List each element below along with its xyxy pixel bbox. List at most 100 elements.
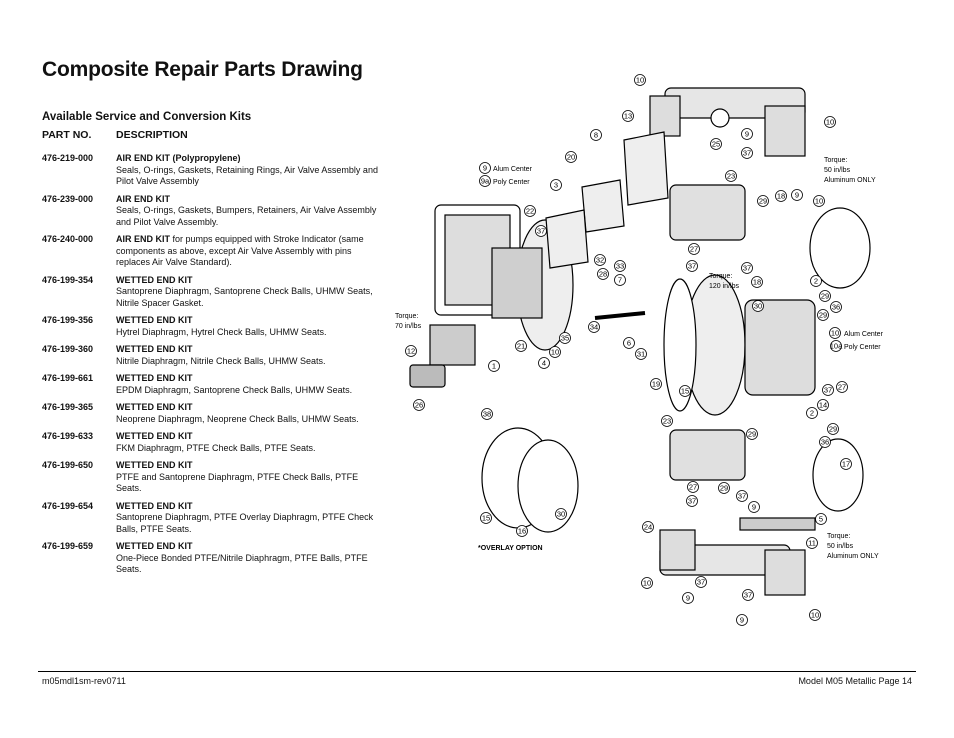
callout-bubble: 30	[752, 300, 764, 312]
callout-number: 6	[627, 339, 631, 348]
callout-number: 38	[483, 410, 491, 419]
callout-bubble: 11	[806, 537, 818, 549]
callout-number: 10a	[830, 342, 843, 351]
kit-part-number: 476-239-000	[42, 193, 94, 204]
callout-number: 35	[561, 334, 569, 343]
callout-bubble: 23	[725, 170, 737, 182]
shaft	[594, 311, 646, 320]
callout-number: 36	[821, 438, 829, 447]
callout-number: 10	[811, 611, 819, 620]
callout-number: 25	[712, 140, 720, 149]
callout-number: 30	[557, 510, 565, 519]
callout-bubble: 5	[815, 513, 827, 525]
kit-label: AIR END KIT (Polypropylene)	[116, 153, 241, 163]
callout-bubble: 37	[741, 262, 753, 274]
callout-number: 9	[795, 191, 799, 200]
kit-text: for pumps equipped with Stroke Indicator…	[116, 234, 364, 267]
callout-bubble: 3	[550, 179, 562, 191]
callout-bubble: 35	[559, 332, 571, 344]
pump-center-block	[409, 204, 574, 388]
callout-bubble: 23	[661, 415, 673, 427]
callout-number: 37	[743, 149, 751, 158]
callout-number: 29	[720, 484, 728, 493]
kit-part-number: 476-219-000	[42, 153, 94, 163]
callout-number: 9	[740, 616, 744, 625]
callout-number: 17	[842, 460, 850, 469]
right-o-rings	[809, 207, 871, 512]
callout-number: 2	[810, 409, 814, 418]
callout-bubble: 2	[806, 407, 818, 419]
callout-number: 37	[744, 591, 752, 600]
callout-bubble: 20	[565, 151, 577, 163]
callout-number: 7	[618, 276, 622, 285]
callout-number: 10	[636, 76, 644, 85]
callout-number: 37	[738, 492, 746, 501]
callout-bubble: 30	[555, 508, 567, 520]
callout-bubble: 10	[641, 577, 653, 589]
callout-number: 9a	[481, 177, 490, 186]
kit-text: Hytrel Diaphragm, Hytrel Check Balls, UH…	[116, 326, 327, 337]
kit-part-number: 476-199-650	[42, 460, 94, 470]
callout-bubble: 14	[817, 399, 829, 411]
kit-label: WETTED END KIT	[116, 541, 193, 551]
callout-bubble: 10	[813, 195, 825, 207]
kit-text: Seals, O-rings, Gaskets, Bumpers, Retain…	[116, 205, 377, 227]
callout-number: 2	[814, 277, 818, 286]
kit-text: PTFE and Santoprene Diaphragm, PTFE Chec…	[116, 471, 359, 494]
callout-number: 33	[616, 262, 624, 271]
callout-number: 22	[526, 207, 534, 216]
kit-part-number: 476-199-356	[42, 315, 94, 325]
callout-number: 27	[838, 383, 846, 392]
kits-subtitle: Available Service and Conversion Kits	[42, 111, 252, 123]
callout-bubble: 29	[718, 482, 730, 494]
callout-bubble: 7	[614, 274, 626, 286]
callout-bubble: 27	[688, 243, 700, 255]
callout-number: 9	[483, 164, 487, 173]
callout-number: 29	[829, 425, 837, 434]
callout-number: 13	[624, 112, 632, 121]
kit-text: Neoprene Diaphragm, Neoprene Check Balls…	[116, 413, 359, 424]
callout-bubble: 36	[830, 301, 842, 313]
diagram-note: Torque:	[824, 157, 847, 164]
callout-bubble: 9	[748, 501, 760, 513]
kit-label: WETTED END KIT	[116, 460, 193, 470]
callout-bubble: 37	[736, 490, 748, 502]
diagram-note: Aluminum ONLY	[824, 177, 876, 184]
kit-list: 476-219-000 AIR END KIT (Polypropylene) Se…	[42, 153, 382, 582]
callout-bubble: 37	[686, 495, 698, 507]
callout-number: 29	[748, 430, 756, 439]
callout-number: 9	[752, 503, 756, 512]
callout-bubble: 15	[480, 512, 492, 524]
callout-number: 3	[554, 181, 558, 190]
callout-bubble: 9	[682, 592, 694, 604]
callout-bubble: 10	[549, 346, 561, 358]
callout-bubble: 15	[679, 385, 691, 397]
callout-bubble: 27	[836, 381, 848, 393]
callout-number: 15	[681, 387, 689, 396]
callout-bubble: 9	[479, 162, 491, 174]
callout-number: 10	[643, 579, 651, 588]
callout-bubble: 10	[824, 116, 836, 128]
callout-number: 18	[777, 192, 785, 201]
callout-bubble: 37	[686, 260, 698, 272]
callout-number: 31	[637, 350, 645, 359]
page-title: Composite Repair Parts Drawing	[42, 58, 363, 81]
diagram-note: Poly Center	[493, 179, 530, 186]
callout-bubble: 10	[809, 609, 821, 621]
kit-text: Santoprene Diaphragm, PTFE Overlay Diaph…	[116, 512, 374, 534]
callout-bubble: 36	[819, 436, 831, 448]
callout-bubble: 12	[405, 345, 417, 357]
kit-label: WETTED END KIT	[116, 274, 193, 285]
